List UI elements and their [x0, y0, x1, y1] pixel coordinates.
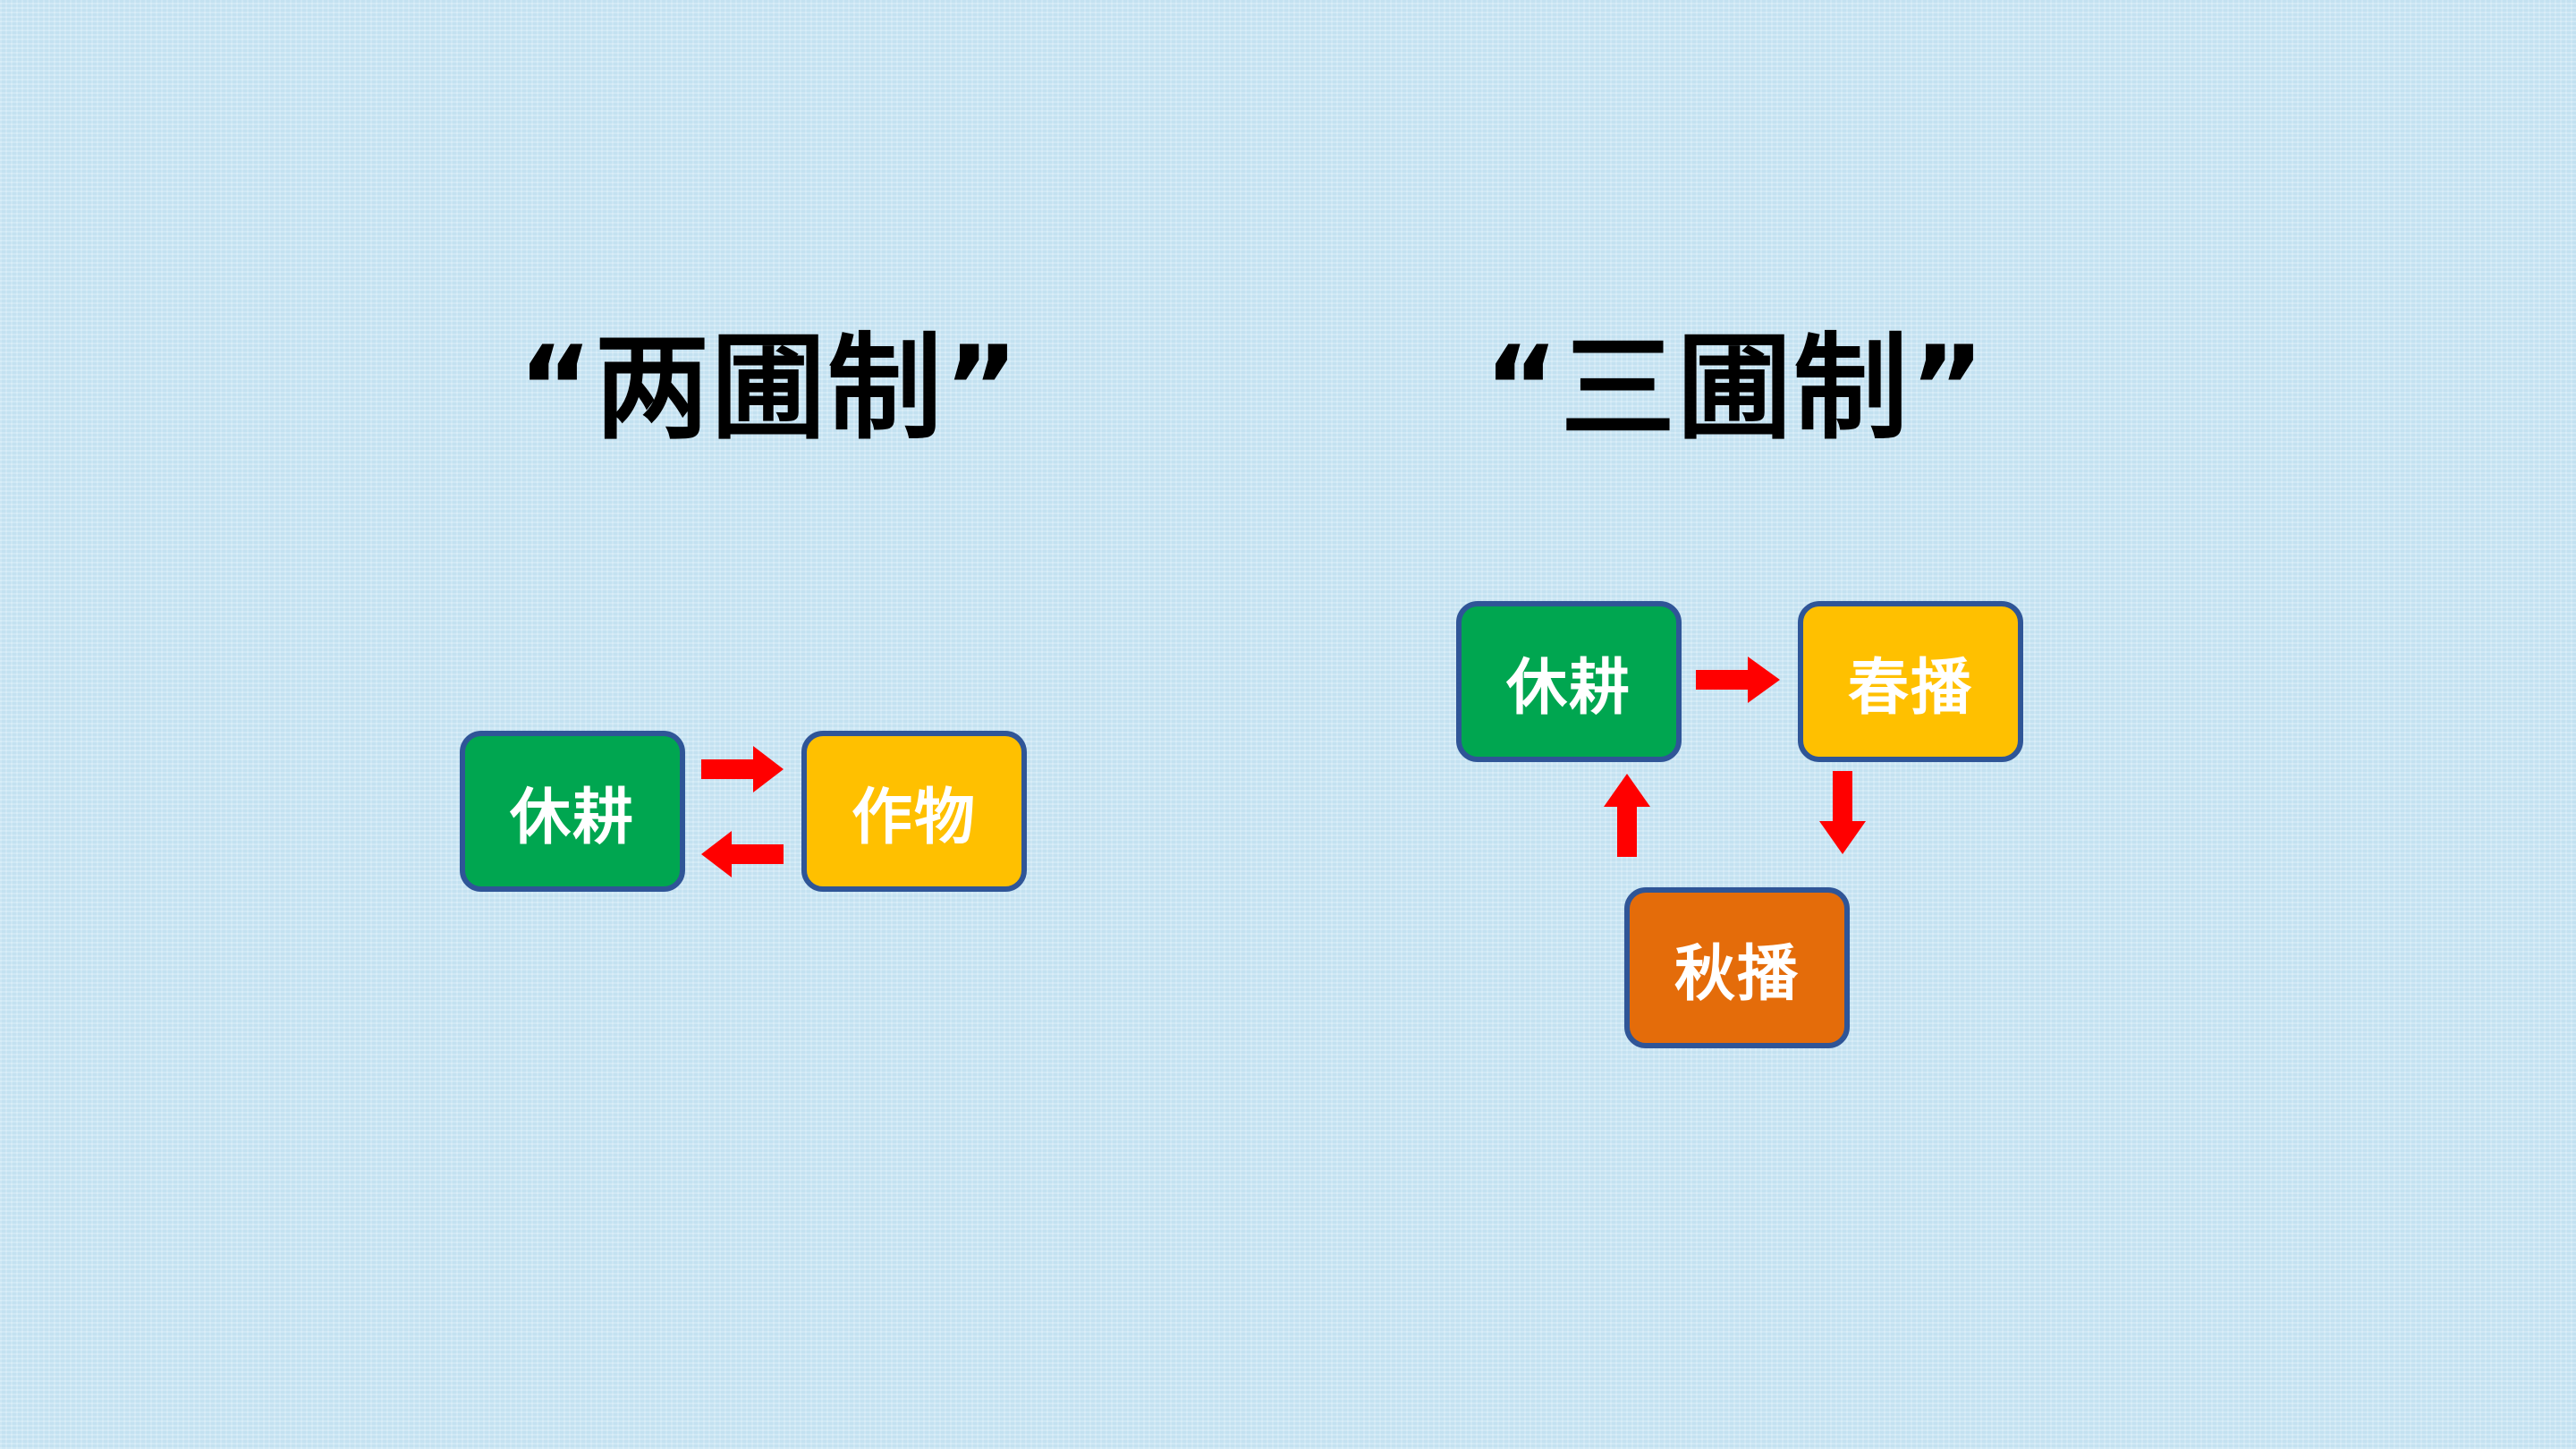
arrow-crop-to-fallow	[701, 831, 784, 877]
two-field-system-title: “两圃制”	[517, 322, 1021, 455]
node-fallow: 休耕	[1456, 601, 1682, 762]
arrow-spring-to-autumn	[1819, 771, 1866, 854]
three-field-system-title: “三圃制”	[1483, 322, 1987, 455]
arrow-fallow-to-crop	[701, 746, 784, 792]
node-fallow: 休耕	[460, 731, 685, 892]
node-crop: 作物	[801, 731, 1027, 892]
arrow-autumn-to-fallow	[1604, 774, 1650, 857]
node-spring-sowing: 春播	[1798, 601, 2023, 762]
arrow-fallow-to-spring	[1696, 657, 1780, 703]
node-autumn-sowing: 秋播	[1624, 887, 1850, 1048]
